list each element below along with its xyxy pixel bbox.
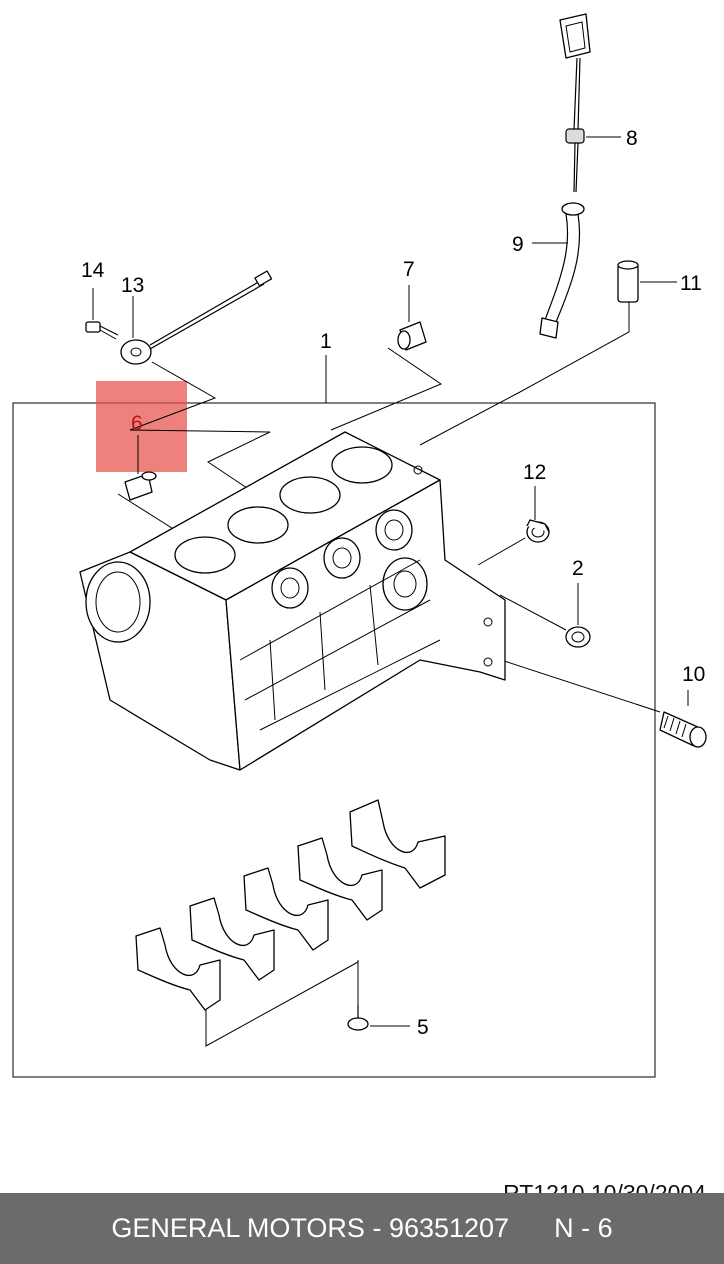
callout-7[interactable]: 7 <box>403 258 415 281</box>
callout-8[interactable]: 8 <box>626 127 638 150</box>
assembly-frame <box>12 402 656 1078</box>
plug-part-12 <box>526 519 550 543</box>
bearing-cap-2 <box>189 897 275 981</box>
knock-sensor-part-13 <box>120 270 273 365</box>
highlight-box-part-6[interactable] <box>96 381 187 472</box>
callout-labels: 1 2 5 6 7 8 9 10 11 12 13 14 <box>81 127 705 1039</box>
callout-2[interactable]: 2 <box>572 557 584 580</box>
callout-11[interactable]: 11 <box>680 272 702 295</box>
engine-block-exploded-diagram: 1 2 5 6 7 8 9 10 11 12 13 14 <box>12 13 707 1078</box>
stud-part-10 <box>659 711 707 748</box>
cylinder-block-part-1 <box>79 431 506 771</box>
callout-14[interactable]: 14 <box>81 259 105 282</box>
main-bearing-caps <box>135 799 446 1011</box>
bearing-cap-4 <box>297 837 383 921</box>
footer-page: N - 6 <box>554 1213 613 1243</box>
bolt-part-5 <box>347 1005 369 1031</box>
bearing-cap-3 <box>243 867 329 951</box>
callout-1[interactable]: 1 <box>320 330 332 353</box>
bearing-cap-1 <box>135 927 221 1011</box>
footer-gap <box>509 1213 554 1244</box>
leader-lines <box>92 136 689 1047</box>
callout-9[interactable]: 9 <box>512 233 524 256</box>
bolt-part-14 <box>85 321 119 340</box>
callout-6[interactable]: 6 <box>131 412 143 435</box>
callout-13[interactable]: 13 <box>121 274 144 297</box>
seal-part-2 <box>565 626 591 648</box>
footer-bar: GENERAL MOTORS - 96351207 N - 6 <box>0 1193 724 1264</box>
callout-12[interactable]: 12 <box>523 461 546 484</box>
footer-part-number: 96351207 <box>388 1213 510 1243</box>
bearing-cap-5 <box>349 799 446 889</box>
footer-separator: - <box>364 1213 389 1243</box>
bushing-part-7 <box>397 321 427 351</box>
pin-part-6 <box>124 471 157 501</box>
dipstick-part-8 <box>559 13 591 193</box>
callout-10[interactable]: 10 <box>682 663 705 686</box>
dowel-part-11 <box>617 260 639 303</box>
dipstick-tube-part-9 <box>539 202 585 339</box>
footer-maker: GENERAL MOTORS <box>111 1213 365 1243</box>
callout-5[interactable]: 5 <box>417 1016 429 1039</box>
